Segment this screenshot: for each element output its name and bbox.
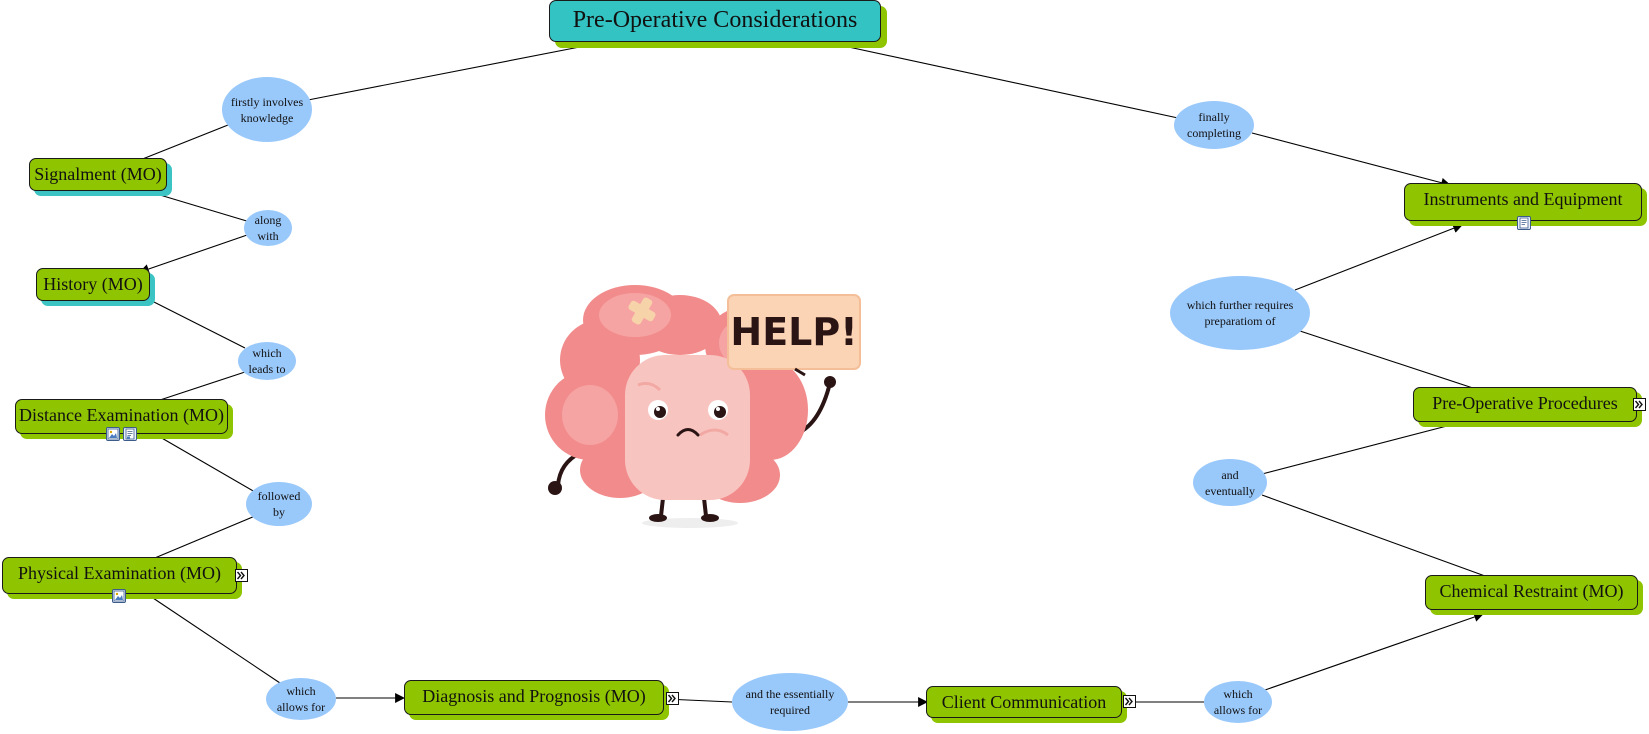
link-further-requires[interactable]: which further requires preparatiom of xyxy=(1170,276,1310,350)
line-chemical-eventually xyxy=(1261,494,1486,577)
line-preop-further xyxy=(1299,330,1483,392)
line-signalment-along xyxy=(159,194,251,223)
link-essentially-required[interactable]: and the essentially required xyxy=(732,673,848,731)
line-title-firstly xyxy=(307,42,601,101)
line-firstly-signalment xyxy=(139,124,229,161)
concept-instruments-equipment[interactable]: Instruments and Equipment xyxy=(1404,183,1642,221)
line-further-instruments xyxy=(1294,223,1463,291)
concept-signalment[interactable]: Signalment (MO) xyxy=(29,158,167,191)
line-distance-followed xyxy=(159,436,256,493)
concept-preoperative-procedures[interactable]: Pre-Operative Procedures xyxy=(1413,387,1637,422)
concept-title[interactable]: Pre-Operative Considerations xyxy=(549,0,881,42)
line-history-leads xyxy=(149,299,246,349)
concept-physical-examination[interactable]: Physical Examination (MO) xyxy=(2,557,237,594)
line-physical-allows xyxy=(149,595,281,684)
line-eventually-preop xyxy=(1261,417,1471,475)
image-attachment-icon[interactable] xyxy=(106,427,120,441)
link-finally-completing[interactable]: finally completing xyxy=(1174,101,1254,149)
line-title-finally xyxy=(829,42,1179,119)
document-attachment-icon[interactable] xyxy=(1517,216,1531,230)
document-attachment-icon[interactable] xyxy=(123,427,137,441)
expand-submap-icon[interactable] xyxy=(666,692,679,705)
line-allows-chemical xyxy=(1264,612,1484,691)
concept-client-communication[interactable]: Client Communication xyxy=(926,686,1122,718)
link-followed-by[interactable]: followed by xyxy=(246,482,312,526)
intestine-mascot-icon: HELP! xyxy=(545,285,861,528)
line-leads-distance xyxy=(159,371,246,401)
link-and-eventually[interactable]: and eventually xyxy=(1193,459,1267,506)
line-followed-physical xyxy=(149,515,256,561)
help-sign-text: HELP! xyxy=(730,310,857,354)
expand-submap-icon[interactable] xyxy=(1123,695,1136,708)
concept-diagnosis-prognosis[interactable]: Diagnosis and Prognosis (MO) xyxy=(404,680,664,715)
link-which-allows-for-right[interactable]: which allows for xyxy=(1204,681,1272,723)
line-along-history xyxy=(139,233,251,274)
line-finally-instruments xyxy=(1251,132,1451,188)
expand-submap-icon[interactable] xyxy=(1633,398,1646,411)
concept-distance-examination[interactable]: Distance Examination (MO) xyxy=(15,399,228,434)
link-which-leads-to[interactable]: which leads to xyxy=(238,342,296,380)
image-attachment-icon[interactable] xyxy=(112,589,126,603)
concept-history[interactable]: History (MO) xyxy=(36,268,150,301)
concept-chemical-restraint[interactable]: Chemical Restraint (MO) xyxy=(1425,575,1638,610)
link-firstly-involves[interactable]: firstly involves knowledge xyxy=(222,77,312,142)
expand-submap-icon[interactable] xyxy=(235,569,248,582)
link-which-allows-for-left[interactable]: which allows for xyxy=(266,678,336,720)
link-along-with[interactable]: along with xyxy=(244,210,292,246)
